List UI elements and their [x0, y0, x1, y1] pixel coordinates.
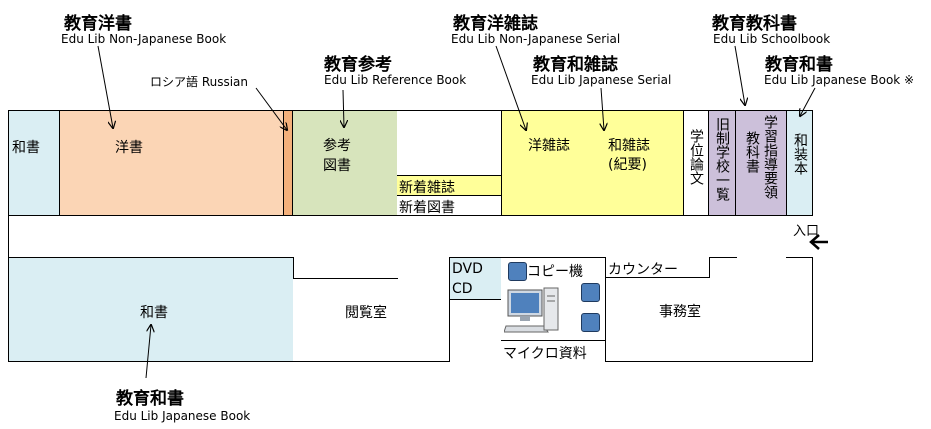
guidance-textbooks-shelf: 学習指導要領 教科書 — [735, 110, 787, 216]
counter-label: カウンター — [608, 262, 678, 278]
copier-icon — [581, 283, 600, 302]
reference-books-label-1: 参考 — [323, 138, 351, 154]
copier-icon — [581, 313, 600, 332]
japanese-bound-books-label: 和装本 — [792, 133, 808, 175]
russian-annotation: ロシア語 Russian — [150, 75, 249, 89]
reading-room-label: 閲覧室 — [345, 305, 387, 321]
computer-icon — [504, 287, 559, 333]
edu-japanese-book-top-subtitle: Edu Lib Japanese Book ※ — [764, 73, 915, 87]
foreign-books-label: 洋書 — [115, 140, 143, 156]
foreign-books-area: 洋書 — [59, 110, 285, 216]
japanese-journals-label-1: 和雑誌 — [608, 138, 650, 154]
old-school-list-shelf: 旧制学校一覧 — [708, 110, 736, 216]
av-wall — [449, 299, 450, 362]
new-books-shelf: 新着図書 — [397, 195, 502, 216]
reference-books-label-2: 図書 — [323, 158, 351, 174]
av-shelf: DVD CD — [449, 257, 502, 300]
copier-icon — [508, 262, 527, 281]
edu-textbook-title: 教育教科書 — [712, 14, 797, 34]
new-journals-label: 新着雑誌 — [399, 180, 455, 196]
foreign-journals-label: 洋雑誌 — [528, 138, 570, 154]
edu-japanese-book-bottom-subtitle: Edu Lib Japanese Book — [114, 409, 251, 423]
dvd-label: DVD — [452, 261, 483, 277]
japanese-journals-label-2: (紀要) — [608, 157, 647, 173]
cd-label: CD — [452, 281, 473, 297]
edu-textbook-subtitle: Edu Lib Schoolbook — [713, 32, 831, 46]
edu-foreign-subtitle: Edu Lib Non-Japanese Book — [61, 32, 227, 46]
edu-japanese-serial-title: 教育和雑誌 — [533, 55, 618, 75]
edu-foreign-title: 教育洋書 — [64, 14, 132, 34]
theses-shelf: 学位論文 — [683, 110, 709, 216]
new-books-label: 新着図書 — [399, 200, 455, 216]
entrance-label: 入口 — [793, 224, 820, 239]
new-journals-shelf: 新着雑誌 — [397, 175, 502, 196]
copier-label: コピー機 — [527, 264, 583, 280]
edu-foreign-serial-subtitle: Edu Lib Non-Japanese Serial — [451, 32, 621, 46]
edu-japanese-book-bottom-title: 教育和書 — [116, 389, 184, 409]
edu-reference-subtitle: Edu Lib Reference Book — [324, 73, 467, 87]
office-top-wall-right — [786, 257, 813, 258]
edu-japanese-book-top-title: 教育和書 — [765, 55, 833, 75]
outer-wall-left — [8, 215, 9, 258]
old-school-list-label: 旧制学校一覧 — [714, 117, 730, 201]
counter: カウンター — [605, 257, 710, 278]
outer-wall-right-top — [812, 110, 813, 216]
japanese-books-left-area: 和書 — [8, 110, 60, 216]
office-left-wall — [605, 257, 606, 362]
guidance-textbooks-label-2: 教科書 — [744, 131, 760, 173]
office-label: 事務室 — [659, 304, 701, 320]
japanese-books-left-label: 和書 — [12, 140, 40, 156]
reading-room: 閲覧室 — [293, 278, 450, 362]
guidance-textbooks-label-1: 学習指導要領 — [762, 115, 778, 199]
edu-japanese-serial-subtitle: Edu Lib Japanese Serial — [531, 73, 672, 87]
reading-room-top-wall — [293, 278, 398, 279]
microfilm-label: マイクロ資料 — [503, 346, 587, 362]
journals-area: 洋雑誌 和雑誌 (紀要) — [501, 110, 684, 216]
edu-foreign-serial-title: 教育洋雑誌 — [453, 14, 538, 34]
edu-reference-title: 教育参考 — [324, 55, 392, 75]
japanese-books-main-label: 和書 — [140, 305, 168, 321]
theses-label: 学位論文 — [688, 129, 704, 185]
japanese-books-main-area: 和書 — [8, 257, 294, 362]
japanese-bound-books-shelf: 和装本 — [786, 110, 813, 216]
microfilm-area: マイクロ資料 — [501, 340, 606, 362]
